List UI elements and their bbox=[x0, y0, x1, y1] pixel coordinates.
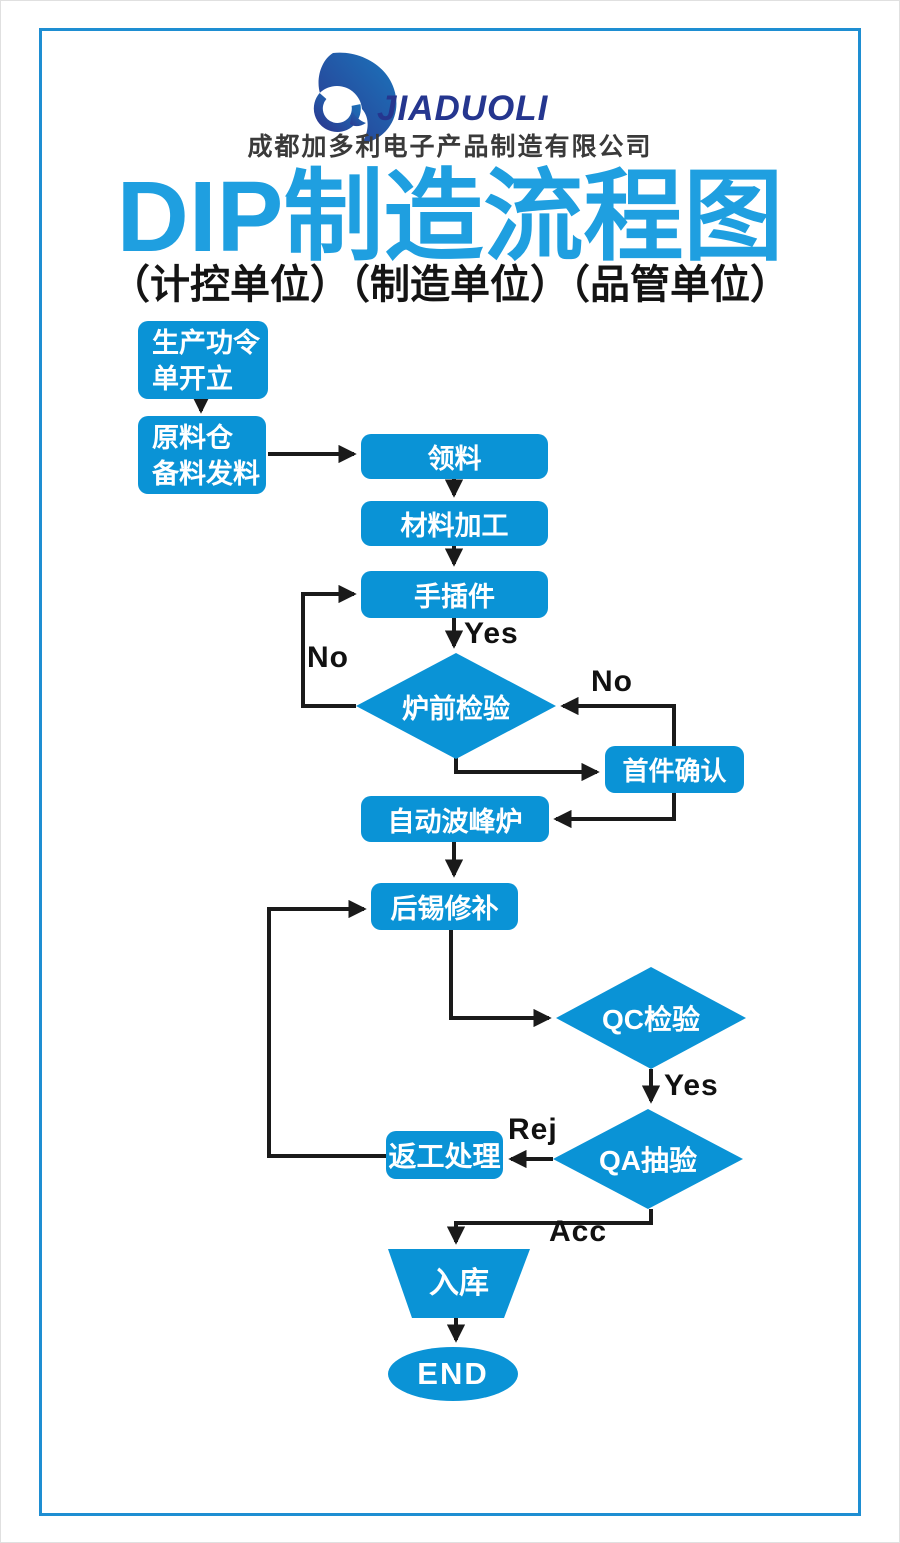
page-subtitle: （计控单位）（制造单位）（品管单位） bbox=[110, 263, 790, 307]
diamond-qa-sampling bbox=[553, 1109, 743, 1209]
arrow-rework-to-touchup bbox=[267, 899, 386, 1158]
diamond-qc-inspect bbox=[556, 967, 746, 1069]
page-title: DIP制造流程图 bbox=[116, 161, 784, 273]
flow-node-solder-touchup: 后锡修补 bbox=[371, 883, 518, 930]
flow-node-rework: 返工处理 bbox=[386, 1131, 503, 1179]
flow-node-hand-insert: 手插件 bbox=[361, 571, 548, 618]
arrow-firstarticle-no-loop bbox=[560, 696, 676, 746]
flow-node-pick-material: 领料 bbox=[361, 434, 548, 479]
border-frame bbox=[39, 28, 861, 1516]
trapezoid-warehouse-in bbox=[388, 1249, 530, 1318]
logo-wordmark: JIADUOLI bbox=[377, 89, 549, 128]
edge-label-rej: Rej bbox=[508, 1113, 558, 1146]
logo-inner-swirl-tail bbox=[350, 111, 366, 127]
edge-label-no-inspect: No bbox=[307, 641, 349, 674]
arrow-inspect-to-firstarticle bbox=[454, 757, 600, 782]
flow-node-wave-solder: 自动波峰炉 bbox=[361, 796, 549, 842]
diamond-pre-solder-inspect bbox=[356, 653, 556, 759]
edge-label-no-first-article: No bbox=[591, 665, 633, 698]
arrow-firstarticle-to-wave bbox=[553, 793, 676, 829]
jiaduoli-swirl-icon bbox=[312, 52, 397, 144]
edge-label-acc: Acc bbox=[549, 1215, 608, 1248]
edge-label-yes-qc: Yes bbox=[664, 1069, 719, 1102]
edge-label-yes-insert: Yes bbox=[464, 617, 519, 650]
flow-node-order-open: 生产功令 单开立 bbox=[138, 321, 268, 399]
flow-node-material-prep: 原料仓 备料发料 bbox=[138, 416, 266, 494]
flow-node-material-process: 材料加工 bbox=[361, 501, 548, 546]
company-name: 成都加多利电子产品制造有限公司 bbox=[247, 133, 653, 161]
arrow-inspect-no-loop bbox=[301, 584, 357, 708]
flow-node-first-article-confirm: 首件确认 bbox=[605, 746, 744, 793]
ellipse-end bbox=[388, 1347, 518, 1401]
arrow-qa-to-warehouse bbox=[446, 1209, 653, 1245]
arrow-touchup-to-qc bbox=[449, 930, 552, 1028]
